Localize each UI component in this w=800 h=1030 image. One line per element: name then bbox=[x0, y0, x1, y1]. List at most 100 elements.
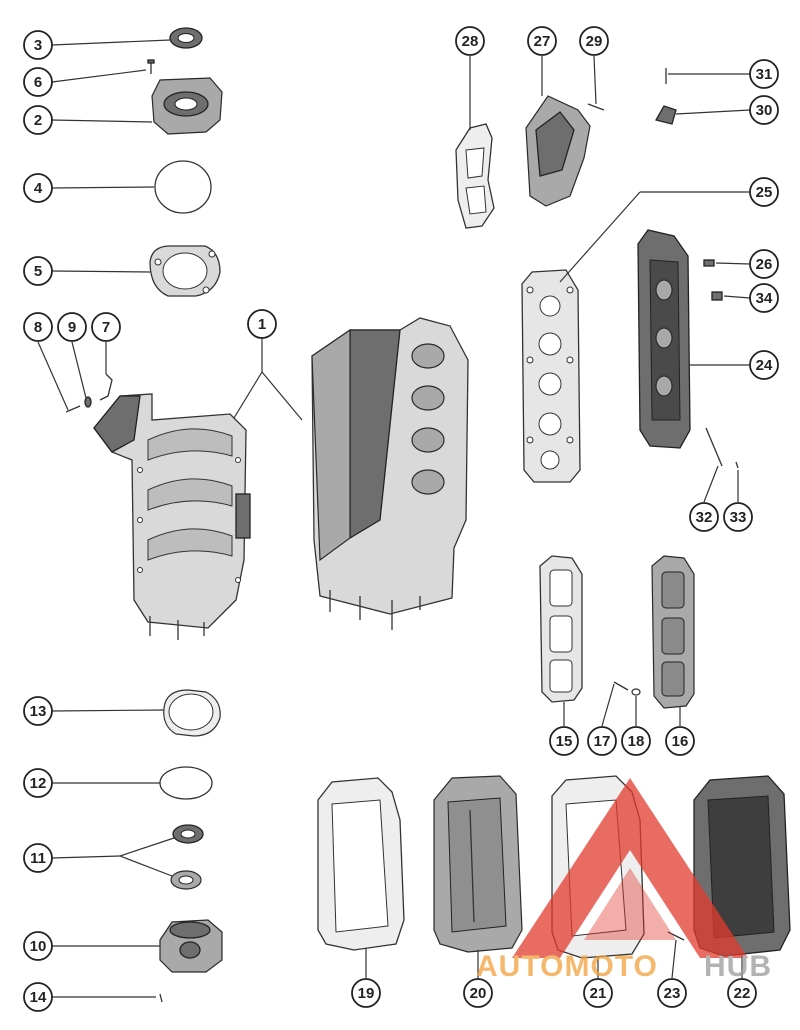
callout-6: 6 bbox=[23, 67, 53, 97]
part-3-oil-seal bbox=[169, 27, 203, 49]
callout-10: 10 bbox=[23, 931, 53, 961]
part-19-gasket bbox=[317, 777, 405, 951]
part-17-screw bbox=[613, 681, 629, 691]
callout-2: 2 bbox=[23, 105, 53, 135]
watermark-brand-part2: HUB bbox=[704, 950, 772, 983]
svg-text:12: 12 bbox=[30, 775, 47, 792]
callout-21: 21 bbox=[583, 978, 613, 1008]
part-26-plug bbox=[703, 259, 715, 267]
part-23-screw bbox=[667, 931, 685, 941]
svg-text:4: 4 bbox=[34, 180, 43, 197]
callout-18: 18 bbox=[621, 726, 651, 756]
callout-7: 7 bbox=[91, 312, 121, 342]
watermark-triangle-icon bbox=[512, 778, 748, 958]
callout-26: 26 bbox=[749, 249, 779, 279]
svg-text:16: 16 bbox=[672, 733, 689, 750]
part-1-cylinder-block bbox=[311, 317, 469, 630]
part-13-gasket bbox=[163, 689, 221, 737]
callout-14: 14 bbox=[23, 982, 53, 1012]
part-12-o-ring bbox=[159, 766, 213, 800]
part-14-pin bbox=[159, 993, 163, 1003]
part-33-screw bbox=[735, 461, 739, 469]
callout-13: 13 bbox=[23, 696, 53, 726]
part-30-clip bbox=[655, 105, 677, 125]
svg-text:26: 26 bbox=[756, 256, 773, 273]
svg-text:21: 21 bbox=[590, 985, 607, 1002]
callout-5: 5 bbox=[23, 256, 53, 286]
part-34-plug bbox=[711, 291, 723, 301]
watermark-logo: AUTOMOTO HUB bbox=[476, 778, 772, 983]
part-32-bolt bbox=[705, 427, 723, 467]
part-24-cylinder-head bbox=[637, 229, 691, 449]
svg-text:19: 19 bbox=[358, 985, 375, 1002]
callout-30: 30 bbox=[749, 95, 779, 125]
callout-19: 19 bbox=[351, 978, 381, 1008]
svg-text:33: 33 bbox=[730, 509, 747, 526]
callout-32: 32 bbox=[689, 502, 719, 532]
callout-20: 20 bbox=[463, 978, 493, 1008]
svg-text:1: 1 bbox=[258, 316, 266, 333]
part-16-plate bbox=[651, 555, 695, 709]
svg-text:3: 3 bbox=[34, 37, 42, 54]
callout-12: 12 bbox=[23, 768, 53, 798]
part-2-bearing-housing bbox=[151, 77, 223, 135]
part-22-cover bbox=[693, 775, 791, 957]
callout-34: 34 bbox=[749, 283, 779, 313]
leader-lines bbox=[37, 39, 751, 998]
part-29-screw bbox=[587, 103, 605, 111]
svg-text:7: 7 bbox=[102, 319, 110, 336]
callout-8: 8 bbox=[23, 312, 53, 342]
svg-text:20: 20 bbox=[470, 985, 487, 1002]
svg-text:2: 2 bbox=[34, 112, 42, 129]
callout-9: 9 bbox=[57, 312, 87, 342]
svg-text:29: 29 bbox=[586, 33, 603, 50]
part-25-head-gasket bbox=[521, 269, 581, 483]
callout-28: 28 bbox=[455, 26, 485, 56]
part-6-screw bbox=[147, 59, 155, 74]
part-11-oil-seals bbox=[170, 824, 204, 890]
svg-text:34: 34 bbox=[756, 290, 773, 307]
part-20-cover bbox=[433, 775, 523, 953]
svg-text:18: 18 bbox=[628, 733, 645, 750]
svg-text:27: 27 bbox=[534, 33, 551, 50]
callout-3: 3 bbox=[23, 30, 53, 60]
callout-23: 23 bbox=[657, 978, 687, 1008]
svg-text:32: 32 bbox=[696, 509, 713, 526]
svg-text:22: 22 bbox=[734, 985, 751, 1002]
svg-text:13: 13 bbox=[30, 703, 47, 720]
part-10-end-cap bbox=[159, 919, 223, 973]
callout-11: 11 bbox=[23, 843, 53, 873]
svg-text:14: 14 bbox=[30, 989, 47, 1006]
callout-1: 1 bbox=[247, 309, 277, 339]
part-28-gasket bbox=[455, 123, 495, 229]
callout-4: 4 bbox=[23, 173, 53, 203]
callout-31: 31 bbox=[749, 59, 779, 89]
svg-text:28: 28 bbox=[462, 33, 479, 50]
svg-text:23: 23 bbox=[664, 985, 681, 1002]
svg-text:5: 5 bbox=[34, 263, 42, 280]
svg-text:11: 11 bbox=[30, 850, 46, 867]
part-9-washer bbox=[84, 396, 92, 408]
svg-text:15: 15 bbox=[556, 733, 573, 750]
svg-text:6: 6 bbox=[34, 74, 42, 91]
callout-22: 22 bbox=[727, 978, 757, 1008]
svg-text:8: 8 bbox=[34, 319, 42, 336]
callout-25: 25 bbox=[749, 177, 779, 207]
svg-text:30: 30 bbox=[756, 102, 773, 119]
callout-33: 33 bbox=[723, 502, 753, 532]
part-18-washer bbox=[631, 688, 641, 696]
part-7-clip bbox=[99, 373, 113, 401]
svg-text:31: 31 bbox=[756, 66, 773, 83]
callout-29: 29 bbox=[579, 26, 609, 56]
callout-15: 15 bbox=[549, 726, 579, 756]
part-27-cover bbox=[525, 95, 591, 207]
part-8-bolt bbox=[65, 405, 81, 413]
callout-27: 27 bbox=[527, 26, 557, 56]
part-4-o-ring bbox=[154, 160, 212, 214]
svg-text:9: 9 bbox=[68, 319, 76, 336]
part-1-crankcase-cover bbox=[93, 393, 251, 640]
callout-16: 16 bbox=[665, 726, 695, 756]
svg-text:17: 17 bbox=[594, 733, 611, 750]
watermark-brand-part1: AUTOMOTO bbox=[476, 950, 658, 983]
